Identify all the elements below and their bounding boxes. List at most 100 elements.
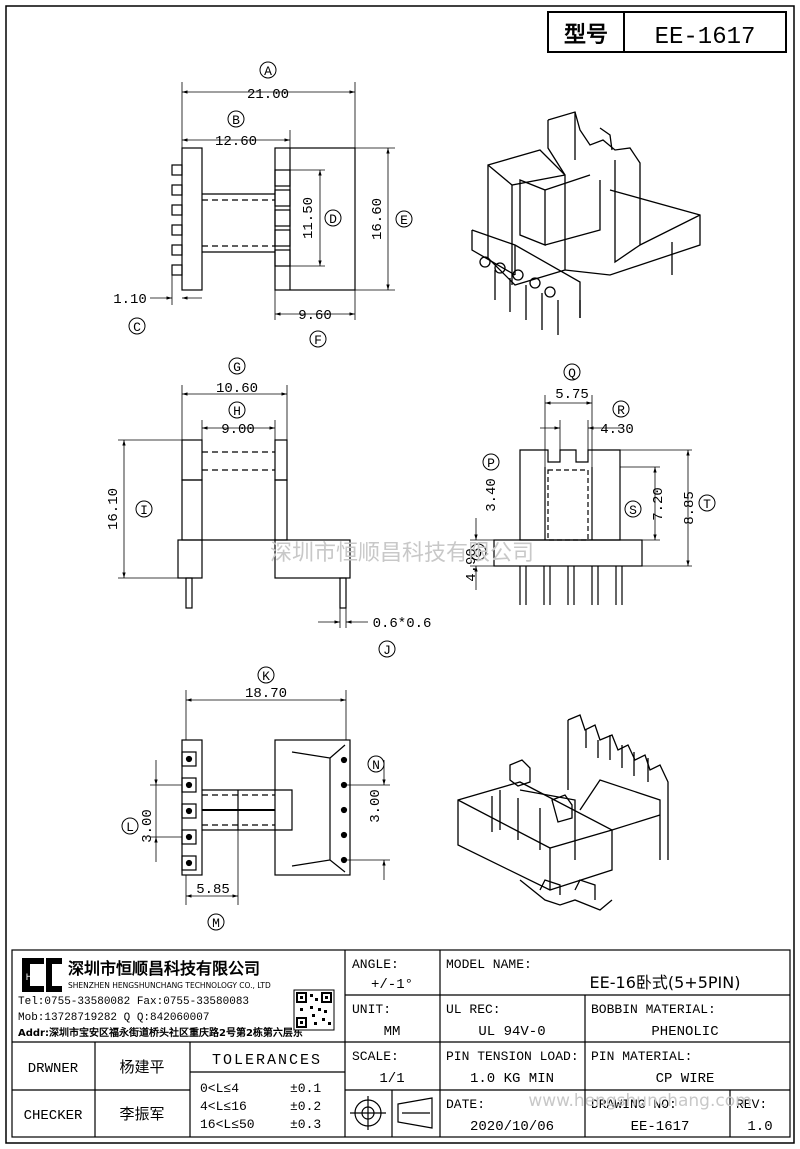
bottom-view-labels: K 18.70 L 3.00 N 3.00 5.85 M xyxy=(121,666,385,931)
sheet-border xyxy=(5,5,795,1144)
svg-text:L: L xyxy=(126,820,134,835)
svg-text:A: A xyxy=(264,64,272,79)
company-logo: HSC xyxy=(22,958,62,992)
svg-text:P: P xyxy=(487,456,495,471)
projection-symbol-icon xyxy=(350,1096,433,1130)
iso-view-bottom xyxy=(457,714,669,911)
model-name-value: EE-16卧式(5+5PIN) xyxy=(590,973,741,992)
ul-value: UL 94V-0 xyxy=(478,1024,545,1040)
dim-K-value: 18.70 xyxy=(245,686,287,702)
end-view xyxy=(493,449,643,605)
bobbin-label: BOBBIN MATERIAL: xyxy=(591,1002,716,1017)
svg-text:N: N xyxy=(372,758,380,773)
company-address: Addr:深圳市宝安区福永街道桥头社区重庆路2号第2栋第六层东 xyxy=(18,1026,303,1039)
angle-value: +/-1° xyxy=(371,977,413,993)
svg-text:G: G xyxy=(233,360,241,375)
dim-R-value: 4.30 xyxy=(600,422,634,438)
front-view xyxy=(177,439,351,609)
ul-label: UL REC: xyxy=(446,1002,501,1017)
svg-text:H: H xyxy=(233,404,241,419)
model-label: 型号 xyxy=(564,23,608,48)
dim-S-value: 7.20 xyxy=(651,487,667,521)
checker-value: 李振军 xyxy=(119,1105,164,1123)
dim-O-value: 4.90 xyxy=(464,548,480,582)
dim-J-value: 0.6*0.6 xyxy=(373,616,432,632)
checker-label: CHECKER xyxy=(24,1108,83,1124)
unit-value: MM xyxy=(384,1024,401,1040)
svg-text:J: J xyxy=(383,643,391,658)
svg-text:T: T xyxy=(703,497,711,512)
side-view xyxy=(171,147,356,291)
scale-value: 1/1 xyxy=(379,1071,404,1087)
date-label: DATE: xyxy=(446,1097,485,1112)
svg-text:S: S xyxy=(629,503,637,518)
svg-text:Q: Q xyxy=(568,366,576,381)
end-view-dims xyxy=(470,395,692,590)
dim-A-value: 21.00 xyxy=(247,87,289,103)
dim-E-value: 16.60 xyxy=(370,198,386,240)
drawing-no-value: EE-1617 xyxy=(631,1119,690,1135)
svg-text:O: O xyxy=(474,546,482,561)
svg-text:D: D xyxy=(329,212,337,227)
dim-G-value: 10.60 xyxy=(216,381,258,397)
scale-label: SCALE: xyxy=(352,1049,399,1064)
company-tel-fax: Tel:0755-33580082 Fax:0755-33580083 xyxy=(18,996,249,1008)
drwner-value: 杨建平 xyxy=(119,1058,164,1076)
svg-text:C: C xyxy=(133,320,141,335)
svg-text:F: F xyxy=(314,333,322,348)
svg-text:M: M xyxy=(212,916,220,931)
svg-text:E: E xyxy=(400,213,408,228)
company-mob-qq: Mob:13728719282 Q Q:842060007 xyxy=(18,1012,209,1024)
angle-label: ANGLE: xyxy=(352,957,399,972)
svg-text:I: I xyxy=(140,503,148,518)
dim-P-value: 3.40 xyxy=(484,478,500,512)
tol-value-3: ±0.3 xyxy=(290,1117,321,1132)
title-block xyxy=(11,949,791,1138)
pin-material-label: PIN MATERIAL: xyxy=(591,1049,692,1064)
rev-label: REV: xyxy=(736,1097,767,1112)
end-view-labels: Q 5.75 R 4.30 P 3.40 S 7.20 8.85 T O 4.9… xyxy=(464,363,716,582)
tension-label: PIN TENSION LOAD: xyxy=(446,1049,579,1064)
tol-range-2: 4<L≤16 xyxy=(200,1099,247,1114)
dim-C-value: 1.10 xyxy=(113,292,147,308)
rev-value: 1.0 xyxy=(747,1119,772,1135)
tension-value: 1.0 KG MIN xyxy=(470,1071,554,1087)
dim-F-value: 9.60 xyxy=(298,308,332,324)
bottom-view xyxy=(181,739,351,876)
drawing-no-label: DRAWING NO: xyxy=(591,1097,677,1112)
dim-I-value: 16.10 xyxy=(106,488,122,530)
company-name-en: SHENZHEN HENGSHUNCHANG TECHNOLOGY CO., L… xyxy=(68,981,271,990)
svg-text:R: R xyxy=(617,403,625,418)
side-view-dims xyxy=(150,82,395,320)
date-value: 2020/10/06 xyxy=(470,1119,554,1135)
dim-Q-value: 5.75 xyxy=(555,387,589,403)
svg-text:B: B xyxy=(232,113,240,128)
dim-D-value: 11.50 xyxy=(301,197,317,239)
model-name-label: MODEL NAME: xyxy=(446,957,532,972)
bottom-view-dims xyxy=(150,690,390,905)
dim-T-value: 8.85 xyxy=(682,491,698,525)
front-view-dims xyxy=(118,385,368,628)
pin-material-value: CP WIRE xyxy=(656,1071,715,1087)
svg-text:HSC: HSC xyxy=(26,973,45,983)
watermark-text: 深圳市恒顺昌科技有限公司 xyxy=(270,541,534,566)
dim-B-value: 12.60 xyxy=(215,134,257,150)
tol-value-1: ±0.1 xyxy=(290,1081,321,1096)
watermark-url: www.hengshunchang.com xyxy=(528,1091,751,1111)
iso-view-top xyxy=(471,111,701,335)
front-view-labels: G 10.60 H 9.00 16.10 I 0.6*0.6 J xyxy=(106,357,432,658)
dim-N-value: 3.00 xyxy=(368,789,384,823)
bobbin-value: PHENOLIC xyxy=(651,1024,718,1040)
model-header: 型号 EE-1617 xyxy=(547,11,787,53)
qr-code xyxy=(293,989,335,1031)
tol-value-2: ±0.2 xyxy=(290,1099,321,1114)
tol-range-3: 16<L≤50 xyxy=(200,1117,255,1132)
tolerances-label: TOLERANCES xyxy=(212,1052,322,1069)
dim-M-value: 5.85 xyxy=(196,882,230,898)
svg-text:K: K xyxy=(262,669,270,684)
tol-range-1: 0<L≤4 xyxy=(200,1081,239,1096)
side-view-labels: A 21.00 B 12.60 1.10 C 11.50 D 16.60 E 9… xyxy=(113,61,413,348)
model-value: EE-1617 xyxy=(655,24,756,51)
company-name-cn: 深圳市恒顺昌科技有限公司 xyxy=(68,959,260,978)
